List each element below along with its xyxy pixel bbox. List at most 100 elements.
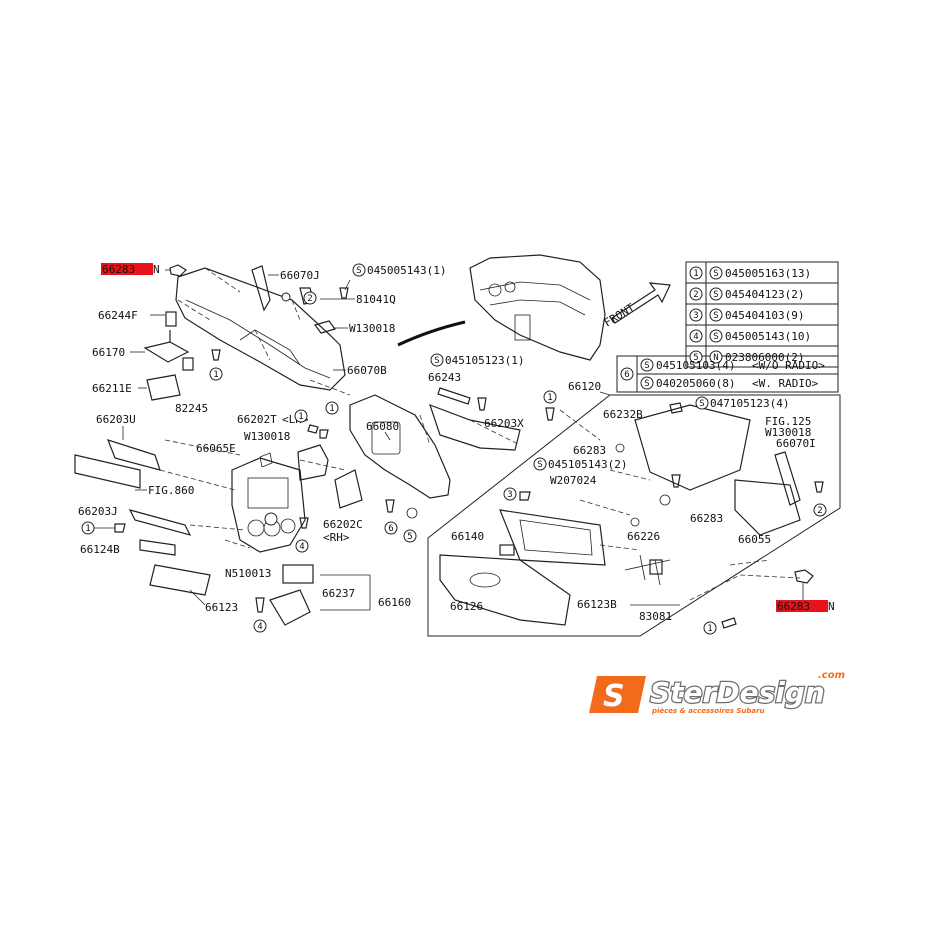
callout-5	[403, 529, 417, 543]
callout-4-b	[253, 619, 267, 633]
svg-text:S: S	[644, 361, 649, 371]
label-66232b[interactable]: 66232B	[603, 408, 643, 421]
legend-code[interactable]: 023806000(2)	[725, 351, 804, 364]
label-66126[interactable]: 66126	[450, 600, 483, 613]
label-66120[interactable]: 66120	[568, 380, 601, 393]
legend-index-label: 2	[693, 290, 698, 300]
bracket-66203u	[106, 439, 161, 471]
glovebox-inner-66140	[499, 509, 606, 566]
svg-text:1: 1	[85, 524, 90, 534]
legend-prefix-badge	[709, 350, 723, 364]
logo-name: SterDesign	[650, 676, 825, 709]
label-w130018-c[interactable]: W130018	[765, 426, 811, 439]
label-66160[interactable]: 66160	[378, 596, 411, 609]
callout-2-a	[303, 291, 317, 305]
legend-index-label: 4	[693, 332, 698, 342]
label-n510013[interactable]: N510013	[225, 567, 271, 580]
label-66244f[interactable]: 66244F	[98, 309, 138, 322]
clip-66283n-left-shape	[169, 264, 187, 277]
label-66243[interactable]: 66243	[428, 371, 461, 384]
label-front: FRONT	[602, 301, 637, 330]
label-66202c[interactable]: 66202C	[323, 518, 363, 531]
label-66283-c[interactable]: 66283	[690, 512, 723, 525]
legend-code[interactable]: 045005163(13)	[725, 267, 811, 280]
svg-text:1: 1	[707, 624, 712, 634]
legend-code[interactable]: 045404123(2)	[725, 288, 804, 301]
label-66237[interactable]: 66237	[322, 587, 355, 600]
part-66124b	[139, 539, 176, 556]
legend-code[interactable]: 045404103(9)	[725, 309, 804, 322]
label-66283n-right[interactable]: 66283	[777, 600, 810, 613]
label-045005143-1[interactable]: 045005143(1)	[367, 264, 446, 277]
label-66170[interactable]: 66170	[92, 346, 125, 359]
label-66070b[interactable]: 66070B	[347, 364, 387, 377]
label-66211e[interactable]: 66211E	[92, 382, 132, 395]
label-045105143-2[interactable]: 045105143(2)	[548, 458, 627, 471]
dashboard-overview	[469, 254, 606, 361]
logo-mark-letter: S	[603, 679, 625, 714]
label-83081[interactable]: 83081	[639, 610, 672, 623]
sterdesign-logo: S SterDesign .com pièces & accessoires S…	[589, 670, 845, 715]
legend-code[interactable]: 045005143(10)	[725, 330, 811, 343]
label-66123b[interactable]: 66123B	[577, 598, 617, 611]
legend-index-1	[689, 266, 703, 280]
legend-6b-code[interactable]: 040205060(8)	[656, 377, 735, 390]
label-66226[interactable]: 66226	[627, 530, 660, 543]
label-66065e[interactable]: 66065E	[196, 442, 236, 455]
label-66283n-left[interactable]: 66283	[102, 263, 135, 276]
part-66237-b	[269, 589, 311, 626]
label-81041q[interactable]: 81041Q	[356, 293, 396, 306]
label-047105123-4[interactable]: 047105123(4)	[710, 397, 789, 410]
label-82245[interactable]: 82245	[175, 402, 208, 415]
svg-text:3: 3	[507, 490, 512, 500]
label-66070i[interactable]: 66070I	[776, 437, 816, 450]
label-66055[interactable]: 66055	[738, 533, 771, 546]
label-fig125[interactable]: FIG.125	[765, 415, 811, 428]
label-66203u[interactable]: 66203U	[96, 413, 136, 426]
svg-text:S: S	[644, 379, 649, 389]
svg-text:S: S	[434, 356, 439, 366]
label-w207024[interactable]: W207024	[550, 474, 597, 487]
bracket-66202c	[334, 469, 363, 509]
label-fig860[interactable]: FIG.860	[148, 484, 194, 497]
fastener-legend	[616, 261, 839, 393]
label-66123[interactable]: 66123	[205, 601, 238, 614]
bracket-66070i	[774, 451, 801, 506]
label-66080[interactable]: 66080	[366, 420, 399, 433]
svg-text:S: S	[537, 460, 542, 470]
switch-66237	[282, 564, 314, 584]
label-66283-b[interactable]: 66283	[573, 444, 606, 457]
svg-text:S: S	[356, 266, 361, 276]
logo-mark-bg	[589, 676, 646, 713]
callout-1-e	[543, 390, 557, 404]
svg-text:1: 1	[213, 370, 218, 380]
panel-66065e	[231, 457, 306, 553]
label-66140[interactable]: 66140	[451, 530, 484, 543]
lamp-83081	[649, 559, 663, 575]
label-66124b[interactable]: 66124B	[80, 543, 120, 556]
label-66203x[interactable]: 66203X	[484, 417, 524, 430]
callout-1-b	[294, 409, 308, 423]
label-w130018-b[interactable]: W130018	[244, 430, 290, 443]
svg-text:1: 1	[298, 412, 303, 422]
callout-1-f	[703, 621, 717, 635]
legend-6a-code[interactable]: 045105103(4)	[656, 359, 735, 372]
label-w130018-a[interactable]: W130018	[349, 322, 395, 335]
label-045105123-1[interactable]: 045105123(1)	[445, 354, 524, 367]
label-66070j[interactable]: 66070J	[280, 269, 320, 282]
highlight-66283n-left	[101, 263, 153, 275]
svg-text:2: 2	[307, 294, 312, 304]
front-arrow	[611, 282, 671, 324]
svg-text:6: 6	[388, 524, 393, 534]
label-66203j[interactable]: 66203J	[78, 505, 118, 518]
logo-tagline: pièces & accessoires Subaru	[651, 707, 765, 715]
tray-66123	[149, 564, 211, 596]
legend-prefix: S	[713, 290, 718, 300]
strip-66243	[437, 387, 471, 405]
label-66202t[interactable]: 66202T	[237, 413, 277, 426]
legend-index-label: 3	[693, 311, 698, 321]
callout-6-a	[384, 521, 398, 535]
overview-arrow	[397, 320, 466, 347]
bracket-66202t	[297, 444, 329, 481]
svg-text:1: 1	[547, 393, 552, 403]
